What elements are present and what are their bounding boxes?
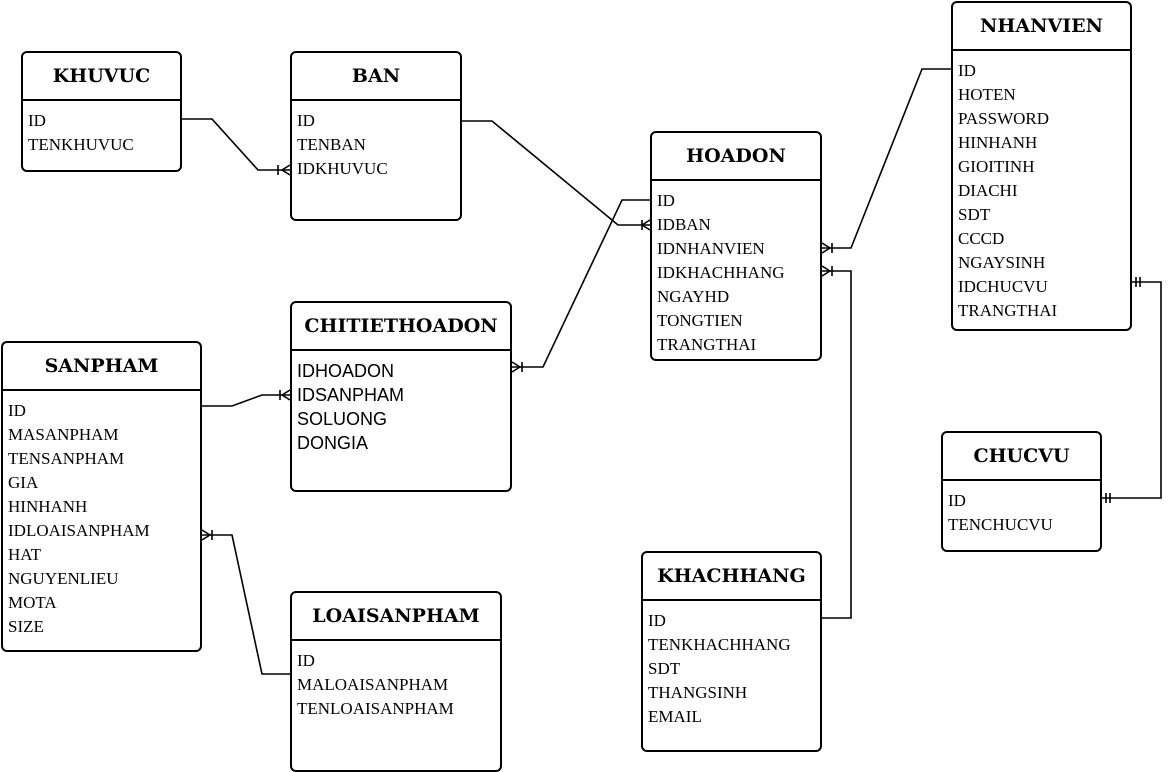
entity-field: ID — [8, 401, 26, 420]
relation-chucvu-nhanvien — [1102, 277, 1162, 503]
entity-field: MASANPHAM — [8, 425, 119, 444]
entity-field: TRANGTHAI — [958, 301, 1058, 320]
entity-field: IDHOADON — [297, 361, 395, 381]
entity-field: SOLUONG — [297, 409, 388, 429]
entity-field: ID — [657, 191, 675, 210]
entity-field: HINHANH — [958, 133, 1038, 152]
relation-hoadon-chitiethoadon — [511, 199, 650, 373]
entity-field: TENCHUCVU — [948, 515, 1053, 534]
entity-field: ID — [297, 651, 315, 670]
entity-title: CHUCVU — [943, 433, 1100, 481]
entity-field: IDCHUCVU — [958, 277, 1048, 296]
entity-field: TRANGTHAI — [657, 335, 757, 354]
entity-field: IDKHACHHANG — [657, 263, 785, 282]
entity-field: ID — [648, 611, 666, 630]
entity-field: THANGSINH — [648, 683, 748, 702]
entity-field: IDSANPHAM — [297, 385, 405, 405]
field-list: ID MASANPHAM TENSANPHAM GIA HINHANH IDLOAISAN… — [3, 391, 200, 639]
field-list: IDHOADON IDSANPHAM SOLUONG DONGIA — [292, 351, 510, 455]
entity-title: KHACHHANG — [643, 553, 820, 601]
entity-field: EMAIL — [648, 707, 702, 726]
entity-field: NGAYSINH — [958, 253, 1046, 272]
entity-field: SDT — [958, 205, 991, 224]
entity-title: HOADON — [652, 133, 820, 181]
entity-field: NGAYHD — [657, 287, 730, 306]
relation-loaisanpham-sanpham — [201, 529, 290, 675]
entity-field: HAT — [8, 545, 42, 564]
relation-nhanvien-hoadon — [821, 68, 951, 254]
relation-khachhang-hoadon — [821, 265, 852, 619]
entity-field: TENKHACHHANG — [648, 635, 791, 654]
entity-loaisanpham: LOAISANPHAM ID MALOAISANPHAM TENLOAISANPHA… — [290, 591, 502, 772]
entity-field: IDBAN — [657, 215, 711, 234]
entity-field: TONGTIEN — [657, 311, 743, 330]
field-list: ID TENCHUCVU — [943, 481, 1100, 537]
entity-khachhang: KHACHHANG ID TENKHACHHANG SDT THANGSINH EMAI… — [641, 551, 822, 752]
relation-ban-hoadon — [462, 120, 651, 231]
entity-field: MOTA — [8, 593, 57, 612]
entity-field: IDKHUVUC — [297, 159, 388, 178]
entity-field: ID — [28, 111, 46, 130]
entity-field: IDLOAISANPHAM — [8, 521, 150, 540]
entity-title: CHITIETHOADON — [292, 303, 510, 351]
entity-ban: BAN ID TENBAN IDKHUVUC — [290, 51, 462, 221]
entity-field: GIA — [8, 473, 39, 492]
entity-field: HINHANH — [8, 497, 88, 516]
entity-field: IDNHANVIEN — [657, 239, 765, 258]
entity-field: CCCD — [958, 229, 1005, 248]
entity-field: GIOITINH — [958, 157, 1035, 176]
entity-chitiethoadon: CHITIETHOADON IDHOADON IDSANPHAM SOLUONG DO… — [290, 301, 512, 492]
entity-field: DIACHI — [958, 181, 1018, 200]
entity-hoadon: HOADON ID IDBAN IDNHANVIEN IDKHACHHANG NGAYH… — [650, 131, 822, 361]
entity-field: TENKHUVUC — [28, 135, 134, 154]
field-list: ID TENBAN IDKHUVUC — [292, 101, 460, 181]
entity-khuvuc: KHUVUC ID TENKHUVUC — [21, 51, 182, 172]
entity-field: TENSANPHAM — [8, 449, 125, 468]
entity-title: LOAISANPHAM — [292, 593, 500, 641]
relation-sanpham-chitiethoadon — [202, 389, 291, 407]
entity-field: TENLOAISANPHAM — [297, 699, 454, 718]
field-list: ID TENKHACHHANG SDT THANGSINH EMAIL — [643, 601, 820, 729]
entity-field: PASSWORD — [958, 109, 1050, 128]
field-list: ID MALOAISANPHAM TENLOAISANPHAM — [292, 641, 500, 721]
field-list: ID TENKHUVUC — [23, 101, 180, 157]
entity-field: HOTEN — [958, 85, 1016, 104]
entity-field: ID — [948, 491, 966, 510]
entity-title: SANPHAM — [3, 343, 200, 391]
relation-khuvuc-ban — [182, 118, 291, 176]
entity-title: KHUVUC — [23, 53, 180, 101]
entity-field: TENBAN — [297, 135, 366, 154]
entity-field: MALOAISANPHAM — [297, 675, 449, 694]
field-list: ID HOTEN PASSWORD HINHANH GIOITINH DIACHI SDT C… — [953, 51, 1130, 323]
entity-field: ID — [297, 111, 315, 130]
field-list: ID IDBAN IDNHANVIEN IDKHACHHANG NGAYHD TONGTI… — [652, 181, 820, 357]
entity-field: SIZE — [8, 617, 44, 636]
entity-field: SDT — [648, 659, 681, 678]
entity-title: BAN — [292, 53, 460, 101]
entity-chucvu: CHUCVU ID TENCHUCVU — [941, 431, 1102, 552]
entity-nhanvien: NHANVIEN ID HOTEN PASSWORD HINHANH GIOITINH D… — [951, 1, 1132, 331]
entity-title: NHANVIEN — [953, 3, 1130, 51]
entity-field: ID — [958, 61, 976, 80]
entity-field: DONGIA — [297, 433, 369, 453]
entity-field: NGUYENLIEU — [8, 569, 119, 588]
